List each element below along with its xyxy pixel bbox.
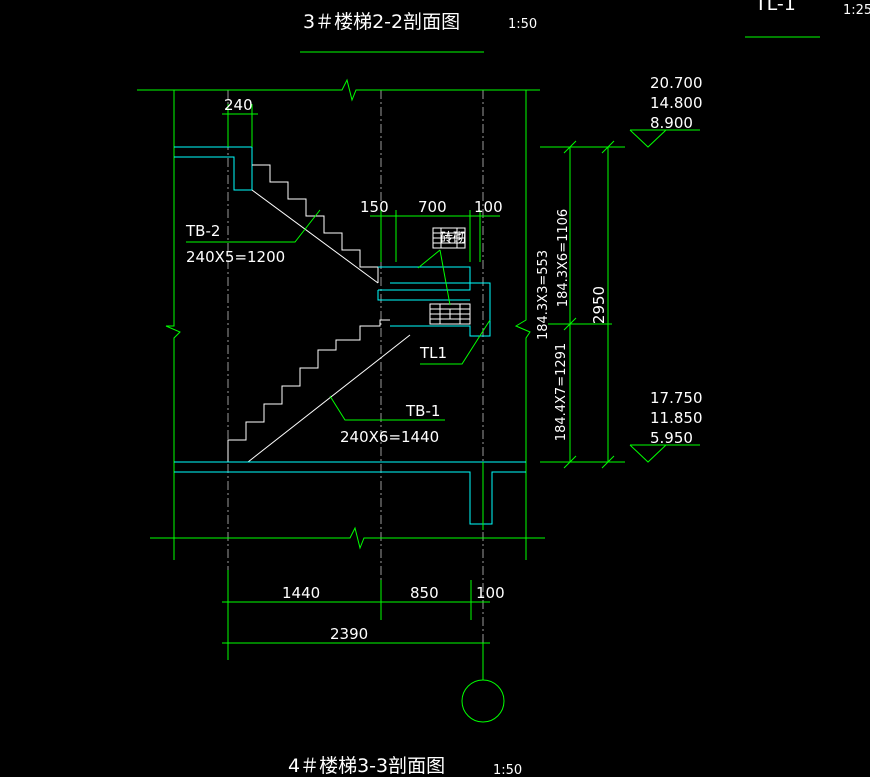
flight-tb2	[251, 164, 379, 284]
tl1-label: TL1	[419, 344, 447, 362]
tb2-leader	[186, 209, 321, 243]
dim-240-text: 240	[224, 96, 253, 114]
right-wall	[514, 90, 531, 560]
tb1-leader	[329, 395, 445, 421]
brick-label: 砖砌	[440, 231, 466, 246]
vdim-lower-text: 184.4X7=1291	[554, 343, 569, 441]
mid-landing	[377, 266, 491, 337]
title-bottom-scale: 1:50	[493, 763, 522, 777]
level-top-1: 20.700	[650, 74, 703, 92]
brick-leader-2	[439, 249, 451, 306]
dim-bottom-row1	[222, 570, 490, 660]
axis-bubble	[461, 679, 505, 723]
dim-850-text: 850	[410, 584, 439, 602]
brick-symbol-lower	[429, 303, 471, 325]
vdim-upper-text: 184.3X6=1106	[556, 209, 571, 307]
level-bottom-3: 5.950	[650, 429, 693, 447]
vdim-mid-text: 184.3X3=553	[536, 250, 551, 340]
title-top: 3＃楼梯2-2剖面图	[303, 11, 460, 33]
vdim-lines	[540, 140, 625, 469]
corner-label-scale: 1:25	[843, 3, 870, 18]
corner-label: TL-1	[754, 0, 796, 15]
top-landing	[174, 146, 253, 191]
level-top-3: 8.900	[650, 114, 693, 132]
dim-240	[222, 104, 258, 147]
dim-100-top-text: 100	[474, 198, 503, 216]
tb2-label: TB-2	[185, 222, 220, 240]
left-wall	[165, 90, 181, 560]
tl1-leader	[420, 319, 491, 365]
dim-1440-text: 1440	[282, 584, 320, 602]
brick-leader-1	[417, 249, 441, 269]
dim-2390-text: 2390	[330, 625, 368, 643]
level-top-2: 14.800	[650, 94, 703, 112]
title-bottom: 4＃楼梯3-3剖面图	[288, 755, 445, 777]
dim-700-text: 700	[418, 198, 447, 216]
bottom-break-line	[150, 526, 545, 550]
tb1-label: TB-1	[405, 402, 440, 420]
flight-tb1	[227, 319, 411, 463]
level-marker-top	[629, 129, 700, 148]
dim-mid-top	[370, 210, 500, 262]
floor-slab	[174, 461, 526, 525]
top-break-line	[137, 78, 540, 102]
brick-symbol-upper	[432, 227, 466, 249]
vdim-total-text: 2950	[590, 286, 608, 324]
level-bottom-1: 17.750	[650, 389, 703, 407]
axis-lines	[227, 90, 484, 680]
level-bottom-2: 11.850	[650, 409, 703, 427]
tb2-spec: 240X5=1200	[186, 248, 285, 266]
title-top-scale: 1:50	[508, 17, 537, 32]
dim-100-bottom-text: 100	[476, 584, 505, 602]
tb1-spec: 240X6=1440	[340, 428, 439, 446]
dim-150-text: 150	[360, 198, 389, 216]
level-marker-bottom	[629, 444, 700, 463]
